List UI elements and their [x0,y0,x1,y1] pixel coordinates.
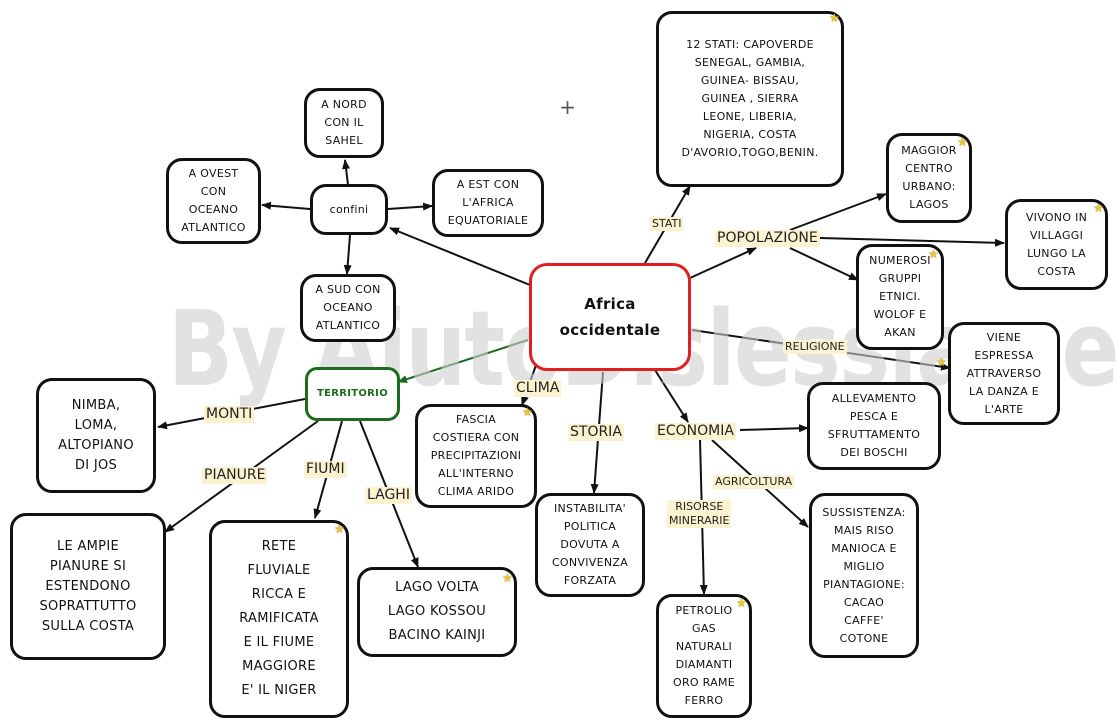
node-instab[interactable]: INSTABILITA' POLITICA DOVUTA A CONVIVENZ… [535,493,645,597]
label-laghi: LAGHI [365,487,412,504]
star-icon: ★ [928,247,939,261]
edge-confini-ovest [261,201,311,210]
edge-root-territorio [397,339,529,384]
label-clima: CLIMA [514,380,562,397]
edge-eco-allev [739,424,809,433]
edge-confini-nord [342,159,351,186]
node-villaggi[interactable]: VIVONO IN VILLAGGI LUNGO LA COSTA [1005,199,1108,290]
edge-root-economia [654,369,689,423]
star-icon: ★ [936,355,947,369]
star-icon: ★ [736,596,747,610]
node-nord[interactable]: A NORD CON IL SAHEL [304,88,384,158]
node-urbano[interactable]: MAGGIOR CENTRO URBANO: LAGOS [886,133,972,223]
edge-confini-sud [343,234,352,275]
edge-confini-est [387,202,433,211]
label-popolazione: POPOLAZIONE [715,230,820,247]
node-laghi[interactable]: LAGO VOLTA LAGO KOSSOU BACINO KAINJI [357,567,517,657]
node-sussist[interactable]: SUSSISTENZA: MAIS RISO MANIOCA E MIGLIO … [809,493,919,658]
label-storia: STORIA [568,424,624,441]
star-icon: ★ [334,522,345,536]
node-nimba[interactable]: NIMBA, LOMA, ALTOPIANO DI JOS [36,378,156,493]
edge-pop-urbano [789,193,887,231]
node-est[interactable]: A EST CON L'AFRICA EQUATORIALE [432,169,544,237]
node-pianure[interactable]: LE AMPIE PIANURE SI ESTENDONO SOPRATTUTT… [10,513,166,660]
node-allev[interactable]: ALLEVAMENTO PESCA E SFRUTTAMENTO DEI BOS… [807,382,941,470]
label-pianure: PIANURE [202,467,268,484]
edge-pop-villaggi [819,237,1005,247]
node-petrolio[interactable]: PETROLIO GAS NATURALI DIAMANTI ORO RAME … [656,594,752,718]
star-icon: ★ [957,135,968,149]
node-ovest[interactable]: A OVEST CON OCEANO ATLANTICO [166,158,261,244]
star-icon: ★ [829,11,840,25]
label-religione: RELIGIONE [783,340,847,354]
edge-root-popolazione [689,247,757,279]
node-fascia[interactable]: FASCIA COSTIERA CON PRECIPITAZIONI ALL'I… [415,404,537,508]
label-monti: MONTI [204,406,255,423]
star-icon: ★ [522,405,533,419]
label-risorse: RISORSE MINERARIE [667,500,732,528]
node-fiume[interactable]: RETE FLUVIALE RICCA E RAMIFICATA E IL FI… [209,520,349,718]
node-confini[interactable]: confini [310,184,388,235]
label-stati: STATI [650,217,684,231]
node-stati[interactable]: 12 STATI: CAPOVERDE SENEGAL, GAMBIA, GUI… [656,11,844,187]
label-fiumi: FIUMI [304,461,347,478]
label-economia: ECONOMIA [655,423,736,440]
node-gruppi[interactable]: NUMEROSI GRUPPI ETNICI. WOLOF E AKAN [856,244,944,350]
star-icon: ★ [502,571,513,585]
edge-root-confini [389,227,531,286]
root-node-africa-occidentale[interactable]: Africa occidentale [529,263,691,371]
edge-pop-gruppi [789,247,859,281]
label-agricoltura: AGRICOLTURA [713,475,795,489]
node-territorio[interactable]: TERRITORIO [305,367,400,421]
crosshair-cursor-icon: + [559,95,576,119]
star-icon: ★ [1093,201,1104,215]
node-sud[interactable]: A SUD CON OCEANO ATLANTICO [300,274,396,342]
node-danza[interactable]: VIENE ESPRESSA ATTRAVERSO LA DANZA E L'A… [948,322,1060,425]
watermark: By AiutoDislessia.net [168,288,1116,410]
